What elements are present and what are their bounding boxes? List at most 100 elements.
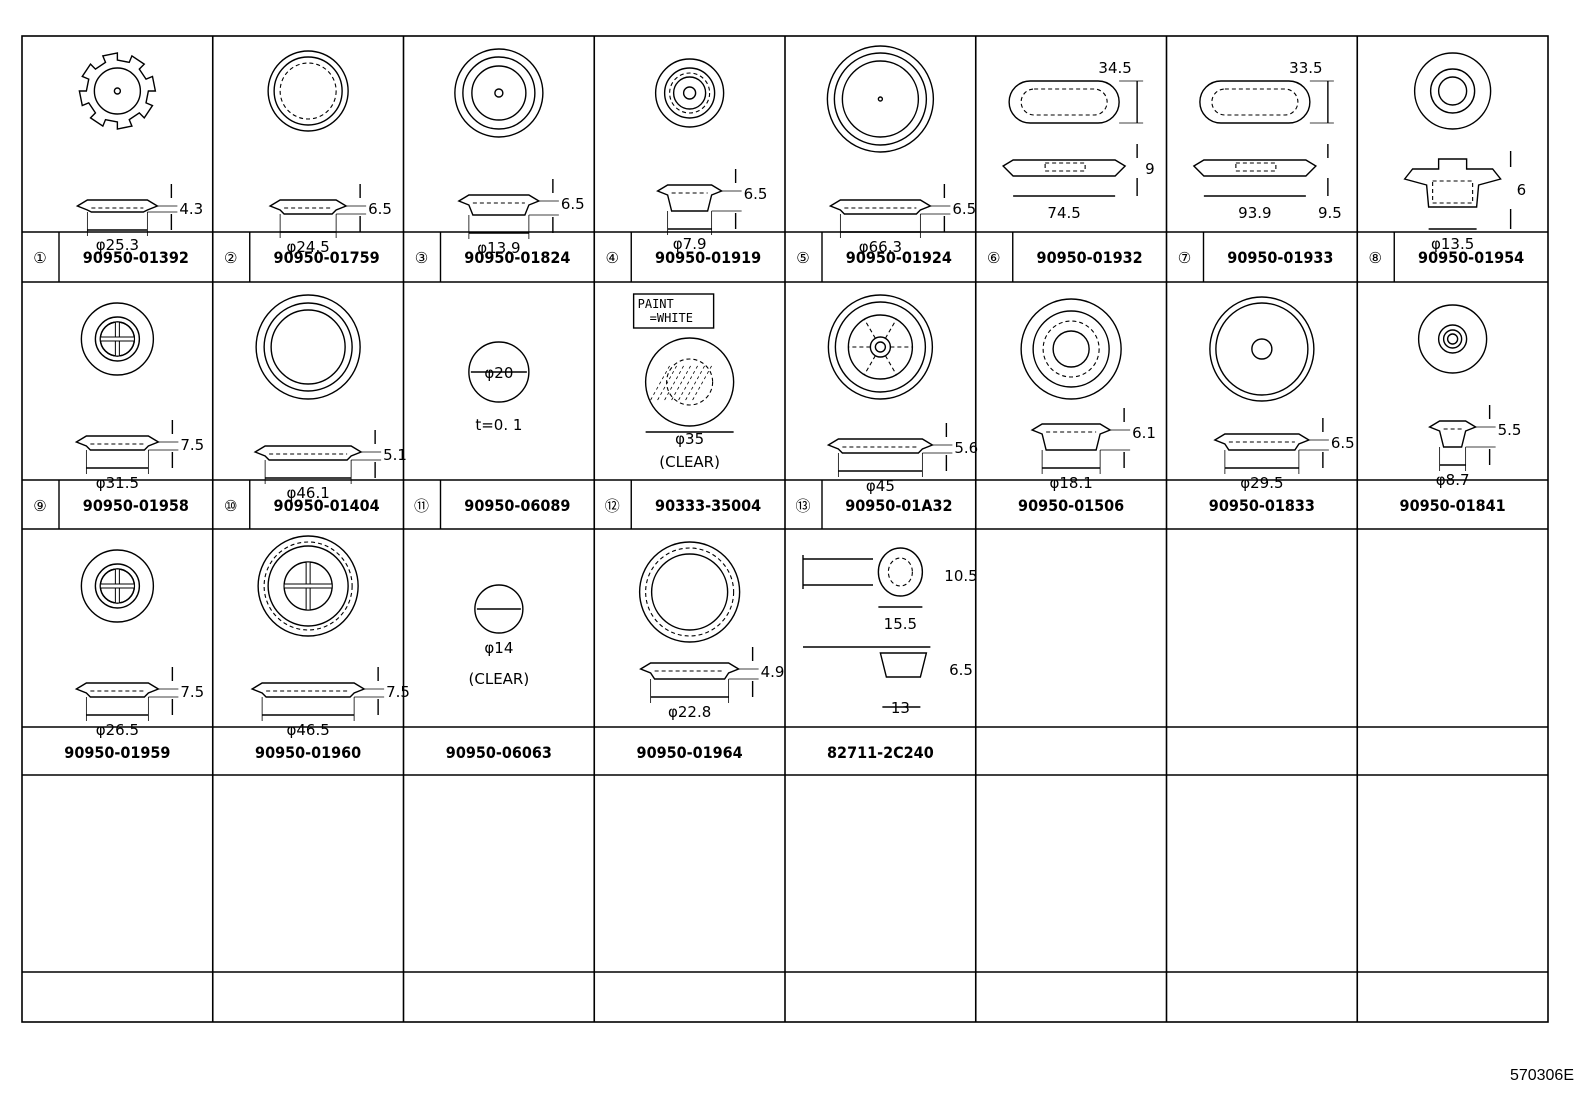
item-number: ④ (606, 249, 619, 267)
diameter-dimension: φ46.1 (286, 484, 329, 502)
item-number: ⑥ (987, 249, 1000, 267)
width-dimension: 15.5 (884, 615, 917, 633)
part-cell-90950-01506: 90950-01506 6.1 φ18.1 (1018, 298, 1156, 515)
length-dimension: 74.5 (1047, 204, 1080, 222)
material-note: (CLEAR) (469, 670, 530, 688)
part-number: 90950-01919 (655, 248, 761, 267)
item-number: ③ (415, 249, 428, 267)
diameter-dimension: φ66.3 (859, 238, 902, 256)
part-cell-90950-01392: ① 90950-01392 4.3 φ25.3 (33, 52, 203, 282)
cells-layer: ① 90950-01392 4.3 φ25.3 ② 90950-01759 6.5 φ24.5… (33, 45, 1527, 762)
height-dimension: 33.5 (1289, 59, 1322, 77)
diameter-dimension: φ13.9 (477, 239, 520, 257)
height-dimension: 6 (1517, 181, 1527, 199)
part-number: 90950-01954 (1418, 248, 1524, 267)
part-number: 90950-01833 (1209, 496, 1315, 515)
drawing-code: 570306E (1509, 1067, 1574, 1084)
height-dimension: 4.9 (761, 663, 785, 681)
paint-color-note: =WHITE (650, 311, 693, 325)
diameter-dimension: φ35 (675, 430, 704, 448)
part-number: 90950-01959 (64, 743, 170, 762)
part-number: 90950-01932 (1037, 248, 1143, 267)
part-number: 90950-01392 (83, 248, 189, 267)
diameter-dimension: φ13.5 (1431, 235, 1474, 253)
clip-width-dimension: 13 (891, 699, 910, 717)
item-number: ⑩ (224, 497, 237, 515)
height-dimension: 5.1 (383, 446, 407, 464)
diameter-dimension: φ8.7 (1436, 471, 1470, 489)
thickness-dimension: 9 (1145, 160, 1155, 178)
height-dimension: 6.5 (368, 200, 392, 218)
part-number: 90950-01958 (83, 496, 189, 515)
item-number: ⑤ (796, 249, 809, 267)
item-number: ② (224, 249, 237, 267)
height-dimension: 7.5 (180, 683, 204, 701)
part-number: 90950-01841 (1400, 496, 1506, 515)
height-dimension: 10.5 (944, 567, 977, 585)
thickness-dimension: 9.5 (1318, 204, 1342, 222)
part-cell-90950-01841: 90950-01841 5.5 φ8.7 (1400, 304, 1522, 515)
item-number: ⑬ (795, 497, 810, 515)
part-number: 90950-01A32 (845, 496, 952, 515)
height-dimension: 5.5 (1498, 421, 1522, 439)
part-cell-82711-2C240: 82711-2C240 10.5 15.5 6.5 13 (802, 547, 978, 762)
part-number: 90950-01506 (1018, 496, 1124, 515)
item-number: ⑨ (33, 497, 46, 515)
part-number: 90950-06089 (464, 496, 570, 515)
part-number: 90950-01759 (274, 248, 380, 267)
diameter-dimension: φ20 (484, 364, 513, 382)
height-dimension: 6.1 (1132, 424, 1156, 442)
part-cell-90950-01958: ⑨ 90950-01958 7.5 φ31.5 (33, 302, 204, 529)
paint-note: PAINT (638, 297, 674, 311)
height-dimension: 7.5 (180, 436, 204, 454)
part-number: 90333-35004 (655, 496, 761, 515)
material-note: (CLEAR) (659, 453, 720, 471)
part-number: 90950-01964 (637, 743, 743, 762)
height-dimension: 6.5 (561, 195, 585, 213)
height-dimension: 5.6 (954, 439, 978, 457)
item-number: ⑦ (1178, 249, 1191, 267)
diameter-dimension: φ31.5 (96, 474, 139, 492)
part-cell-90950-01759: ② 90950-01759 6.5 φ24.5 (224, 50, 392, 282)
diameter-dimension: φ45 (866, 477, 895, 495)
part-cell-90950-01964: 90950-01964 4.9 φ22.8 (637, 541, 785, 762)
part-cell-90950-01919: ④ 90950-01919 6.5 φ7.9 (606, 58, 768, 282)
item-number: ⑪ (414, 497, 429, 515)
part-cell-90950-01824: ③ 90950-01824 6.5 φ13.9 (415, 48, 585, 282)
length-dimension: 93.9 (1238, 204, 1271, 222)
height-dimension: 6.5 (1331, 434, 1355, 452)
diameter-dimension: φ7.9 (673, 235, 707, 253)
height-dimension: 7.5 (386, 683, 410, 701)
diameter-dimension: φ26.5 (96, 721, 139, 739)
table-grid (21, 35, 1549, 1023)
item-number: ⑧ (1369, 249, 1382, 267)
clip-height-dimension: 6.5 (949, 661, 973, 679)
part-cell-90950-01932: ⑥ 90950-01932 34.5 9 74.5 (987, 59, 1155, 282)
diameter-dimension: φ25.3 (96, 236, 139, 254)
height-dimension: 6.5 (744, 185, 768, 203)
part-number: 90950-01933 (1227, 248, 1333, 267)
part-cell-90950-01404: ⑩ 90950-01404 5.1 φ46.1 (224, 294, 407, 529)
diameter-dimension: φ46.5 (286, 721, 329, 739)
diameter-dimension: φ18.1 (1049, 474, 1092, 492)
item-number: ① (33, 249, 46, 267)
part-number: 90950-01960 (255, 743, 361, 762)
part-number: 82711-2C240 (827, 743, 934, 762)
height-dimension: 34.5 (1098, 59, 1131, 77)
diameter-dimension: φ22.8 (668, 703, 711, 721)
height-dimension: 4.3 (179, 200, 203, 218)
part-cell-90950-01933: ⑦ 90950-01933 33.5 93.9 9.5 (1178, 59, 1342, 282)
part-number: 90950-01404 (274, 496, 380, 515)
part-cell-90950-01960: 90950-01960 7.5 φ46.5 (250, 535, 410, 762)
part-number: 90950-06063 (446, 743, 552, 762)
part-number: 90950-01924 (846, 248, 952, 267)
part-cell-90950-01A32: ⑬ 90950-01A32 5.6 φ45 (795, 294, 978, 529)
part-number: 90950-01824 (464, 248, 570, 267)
diameter-dimension: φ24.5 (286, 238, 329, 256)
